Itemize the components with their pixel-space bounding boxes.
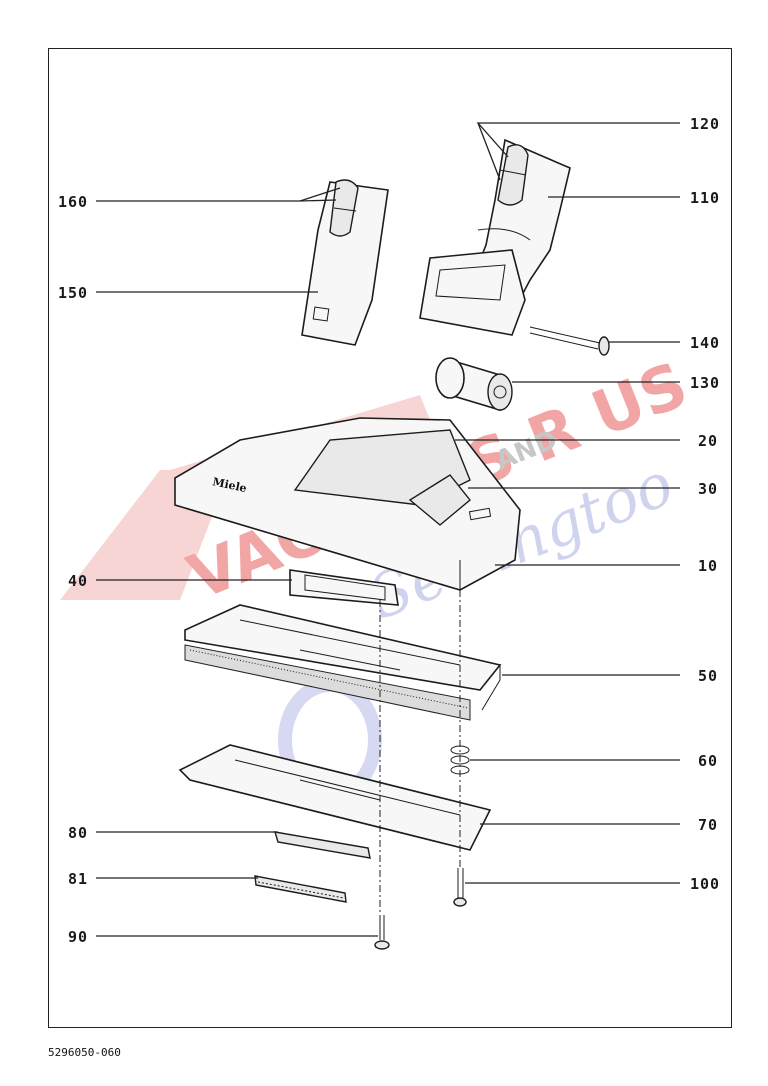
diagram-frame (48, 48, 732, 1028)
callout-150: 150 (58, 284, 88, 302)
part-130-roller (435, 357, 513, 412)
callout-60: 60 (698, 752, 718, 770)
callout-81: 81 (68, 870, 88, 888)
part-80-strip (274, 831, 371, 859)
part-150-hinge-arm (301, 179, 389, 346)
callout-labels: 120 110 160 150 140 130 20 30 10 40 50 6… (58, 115, 720, 946)
callout-30: 30 (698, 480, 718, 498)
callout-110: 110 (690, 189, 720, 207)
callout-140: 140 (690, 334, 720, 352)
part-90-screw (374, 915, 390, 950)
part-100-screw (453, 868, 467, 907)
callout-40: 40 (68, 572, 88, 590)
brush-strip (184, 644, 471, 721)
part-30-pedal (408, 474, 471, 526)
part-140-axle-pin (529, 326, 610, 356)
part-160-cover-cap (329, 179, 359, 237)
callout-20: 20 (698, 432, 718, 450)
callout-10: 10 (698, 557, 718, 575)
callout-50: 50 (698, 667, 718, 685)
callout-80: 80 (68, 824, 88, 842)
leader-lines (96, 122, 680, 937)
part-120-cover-cap (497, 144, 529, 206)
part-20-top-cover (293, 429, 471, 506)
part-81-strip (254, 875, 347, 903)
callout-130: 130 (690, 374, 720, 392)
callout-90: 90 (68, 928, 88, 946)
callout-70: 70 (698, 816, 718, 834)
part-110-swivel-neck (419, 138, 571, 336)
part-10-housing: Miele (174, 417, 521, 591)
part-50-brush-plate (184, 604, 502, 721)
callout-100: 100 (690, 875, 720, 893)
watermark: VACUUMS R US AND Sewingtoo (60, 348, 697, 802)
callout-160: 160 (58, 193, 88, 211)
part-70-sole-plate (178, 744, 492, 851)
part-40-flap (289, 569, 399, 606)
document-number: 5296050-060 (48, 1046, 121, 1059)
callout-120: 120 (690, 115, 720, 133)
